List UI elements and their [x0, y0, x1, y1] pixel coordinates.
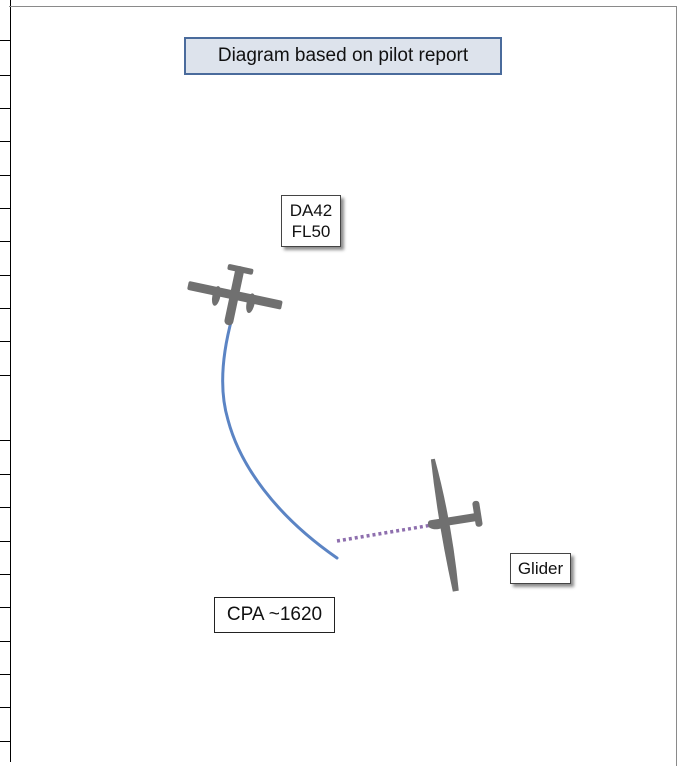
ruler-tick — [0, 607, 10, 608]
ruler-tick — [0, 574, 10, 575]
ruler-tick — [0, 175, 10, 176]
ruler-tick — [0, 341, 10, 342]
glider-projection-line — [336, 523, 433, 543]
glider-aircraft-icon — [427, 458, 483, 592]
da42-altitude-label: FL50 — [291, 222, 331, 241]
ruler-tick — [0, 507, 10, 508]
cpa-label: CPA ~1620 — [214, 597, 335, 633]
ruler-tick — [0, 108, 10, 109]
ruler-tick — [0, 308, 10, 309]
ruler-tick — [0, 641, 10, 642]
da42-aircraft-icon — [187, 264, 283, 326]
ruler-tick — [0, 440, 10, 441]
diagram-title: Diagram based on pilot report — [184, 37, 502, 75]
da42-flight-track — [221, 316, 339, 560]
ruler-tick — [0, 541, 10, 542]
ruler-tick — [0, 375, 10, 376]
glider-label: Glider — [510, 553, 571, 584]
ruler-tick — [0, 474, 10, 475]
ruler-tick — [0, 707, 10, 708]
ruler-tick — [0, 141, 10, 142]
ruler-tick — [0, 208, 10, 209]
da42-label: DA42 FL50 — [281, 195, 341, 247]
ruler-tick — [0, 741, 10, 742]
ruler-tick — [0, 241, 10, 242]
left-ruler — [0, 0, 11, 762]
ruler-tick — [0, 75, 10, 76]
ruler-tick — [0, 275, 10, 276]
ruler-tick — [0, 674, 10, 675]
ruler-tick — [0, 40, 10, 41]
diagram-frame — [9, 6, 677, 766]
da42-type-label: DA42 — [289, 201, 333, 220]
